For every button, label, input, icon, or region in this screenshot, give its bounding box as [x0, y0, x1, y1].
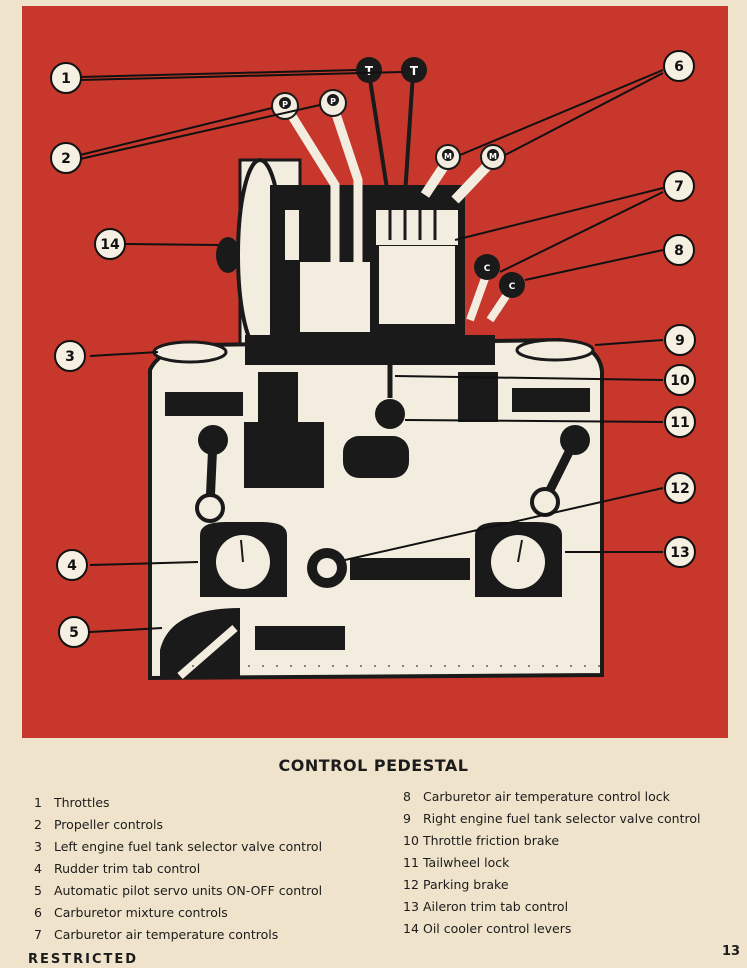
- svg-text:10: 10: [670, 373, 690, 389]
- page-number: 13: [722, 944, 741, 959]
- svg-text:7: 7: [674, 179, 684, 195]
- legend-number: 9: [403, 811, 411, 826]
- propeller-knob: P: [271, 92, 299, 120]
- callout-7: 7: [663, 170, 695, 202]
- callout-5: 5: [58, 616, 90, 648]
- svg-text:C: C: [509, 282, 516, 292]
- legend-label: Left engine fuel tank selector valve con…: [53, 839, 323, 854]
- legend-item: 13 Aileron trim tab control: [403, 896, 700, 918]
- legend-number: 4: [34, 861, 42, 876]
- callout-10: 10: [664, 364, 696, 396]
- restricted-footer: RESTRICTED: [28, 952, 139, 967]
- legend-number: 11: [403, 855, 419, 870]
- callout-2: 2: [50, 142, 82, 174]
- legend-label: Throttles: [53, 795, 110, 810]
- svg-text:11: 11: [670, 415, 689, 431]
- mixture-knob: M: [480, 144, 506, 170]
- callout-6: 6: [663, 50, 695, 82]
- legend-left: 1 Throttles 2 Propeller controls 3 Left …: [34, 792, 322, 946]
- svg-text:M: M: [489, 152, 497, 161]
- svg-text:6: 6: [674, 59, 684, 75]
- callout-12: 12: [664, 472, 696, 504]
- throttle-quadrant: [216, 158, 465, 352]
- legend-item: 5 Automatic pilot servo units ON-OFF con…: [34, 880, 322, 902]
- svg-text:1: 1: [61, 71, 71, 87]
- callout-leaders: [79, 69, 664, 633]
- carb-air-knob: C: [474, 254, 500, 280]
- svg-text:4: 4: [67, 558, 77, 574]
- legend-label: Oil cooler control levers: [422, 921, 572, 936]
- legend-label: Automatic pilot servo units ON-OFF contr…: [53, 883, 323, 898]
- legend-label: Carburetor air temperature controls: [53, 927, 279, 942]
- callout-13: 13: [664, 536, 696, 568]
- legend-number: 2: [34, 817, 42, 832]
- legend-item: 9 Right engine fuel tank selector valve …: [403, 808, 700, 830]
- callout-1: 1: [50, 62, 82, 94]
- propeller-knob: P: [319, 89, 347, 117]
- legend-label: Propeller controls: [53, 817, 164, 832]
- legend-label: Parking brake: [422, 877, 509, 892]
- legend-label: Right engine fuel tank selector valve co…: [422, 811, 701, 826]
- legend-number: 5: [34, 883, 42, 898]
- control-levers: [283, 72, 516, 323]
- throttle-knob: T: [401, 57, 427, 83]
- legend-item: 1 Throttles: [34, 792, 322, 814]
- legend-number: 12: [403, 877, 419, 892]
- mixture-knob: M: [435, 144, 461, 170]
- svg-text:T: T: [410, 64, 419, 78]
- svg-text:2: 2: [61, 151, 71, 167]
- legend-item: 7 Carburetor air temperature controls: [34, 924, 322, 946]
- callout-9: 9: [664, 324, 696, 356]
- legend-item: 2 Propeller controls: [34, 814, 322, 836]
- legend-label: Aileron trim tab control: [422, 899, 569, 914]
- svg-text:13: 13: [670, 545, 689, 561]
- legend-label: Rudder trim tab control: [53, 861, 201, 876]
- legend-number: 6: [34, 905, 42, 920]
- svg-text:3: 3: [65, 349, 75, 365]
- legend-number: 8: [403, 789, 411, 804]
- legend-label: Carburetor mixture controls: [53, 905, 228, 920]
- svg-text:M: M: [444, 152, 452, 161]
- svg-text:8: 8: [674, 243, 684, 259]
- legend-number: 7: [34, 927, 42, 942]
- svg-text:T: T: [365, 64, 374, 78]
- legend-item: 10 Throttle friction brake: [403, 830, 700, 852]
- callout-3: 3: [54, 340, 86, 372]
- legend-label: Carburetor air temperature control lock: [422, 789, 670, 804]
- callout-8: 8: [663, 234, 695, 266]
- legend-item: 8 Carburetor air temperature control loc…: [403, 786, 700, 808]
- legend-number: 13: [403, 899, 419, 914]
- legend-item: 12 Parking brake: [403, 874, 700, 896]
- callout-4: 4: [56, 549, 88, 581]
- legend-number: 1: [34, 795, 42, 810]
- legend-item: 4 Rudder trim tab control: [34, 858, 322, 880]
- legend-label: Throttle friction brake: [422, 833, 560, 848]
- legend-label: Tailwheel lock: [422, 855, 510, 870]
- legend-number: 3: [34, 839, 42, 854]
- legend-right: 8 Carburetor air temperature control loc…: [403, 786, 700, 940]
- callout-11: 11: [664, 406, 696, 438]
- svg-text:9: 9: [675, 333, 685, 349]
- carb-air-knob: C: [499, 272, 525, 298]
- throttle-knob: T: [356, 57, 382, 83]
- svg-text:5: 5: [69, 625, 79, 641]
- callout-14: 14: [94, 228, 126, 260]
- svg-text:C: C: [484, 264, 491, 274]
- svg-text:P: P: [282, 100, 288, 109]
- legend-item: 3 Left engine fuel tank selector valve c…: [34, 836, 322, 858]
- legend-number: 10: [403, 833, 419, 848]
- figure-caption: CONTROL PEDESTAL: [278, 756, 469, 775]
- pedestal-body: [148, 335, 604, 681]
- legend-item: 11 Tailwheel lock: [403, 852, 700, 874]
- legend-number: 14: [403, 921, 419, 936]
- svg-text:P: P: [330, 97, 336, 106]
- legend-item: 6 Carburetor mixture controls: [34, 902, 322, 924]
- legend-item: 14 Oil cooler control levers: [403, 918, 700, 940]
- svg-text:12: 12: [670, 481, 689, 497]
- svg-text:14: 14: [100, 237, 120, 253]
